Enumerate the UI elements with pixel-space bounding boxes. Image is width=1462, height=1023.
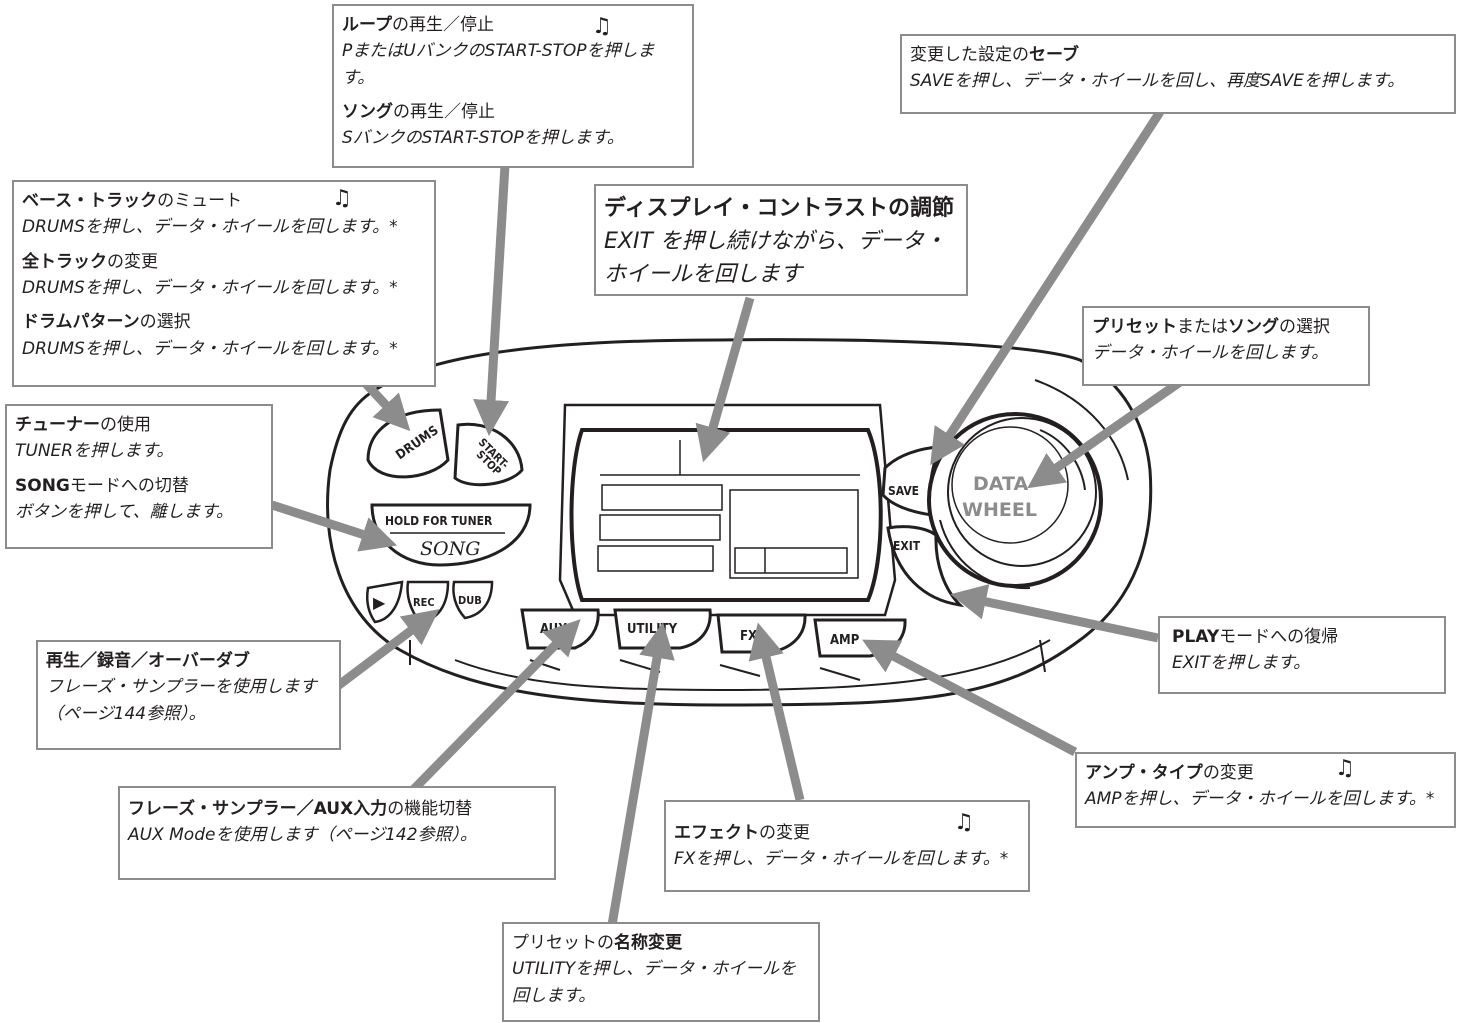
music-note-icon: ♫ <box>592 14 612 39</box>
playmode-desc: EXITを押します。 <box>1172 653 1311 674</box>
pattern-title-rest: の選択 <box>139 312 191 333</box>
arrow-save <box>930 109 1164 466</box>
arrow-record <box>332 609 440 692</box>
music-note-icon: ♫ <box>332 186 352 211</box>
dub-button[interactable]: DUB <box>452 580 494 620</box>
save-title-head: 変更した設定の <box>910 45 1029 65</box>
tracks-title-bold: 全トラック <box>22 251 107 272</box>
songmode-desc: ボタンを押して、離します。 <box>15 502 233 523</box>
preset-rest: の選択 <box>1279 317 1330 337</box>
songmode-title-rest: モードへの切替 <box>69 475 189 496</box>
tuner-title-bold: チューナー <box>15 415 100 435</box>
loop-title-rest: の再生／停止 <box>391 15 494 35</box>
aux-title-rest: の機能切替 <box>387 799 473 819</box>
data-wheel-label-1: DATA <box>973 473 1028 495</box>
arrow-playmode <box>950 584 1159 643</box>
preset-song-bold: ソング <box>1228 317 1279 337</box>
fx-title-bold: エフェクト <box>674 823 759 843</box>
record-desc: フレーズ・サンプラーを使用します（ページ144参照）。 <box>46 677 317 724</box>
rec-label: REC <box>413 596 435 609</box>
callout-preset: プリセットまたはソングの選択 データ・ホイールを回します。 <box>1082 306 1370 386</box>
tracks-desc: DRUMSを押し、データ・ホイールを回します。* <box>22 278 398 299</box>
fx-title-rest: の変更 <box>759 823 810 843</box>
loop-desc: PまたはUバンクのSTART-STOPを押します。 <box>342 41 655 88</box>
loop-title-bold: ループ <box>342 15 392 35</box>
rename-desc: UTILITYを押し、データ・ホイールを回します。 <box>512 959 797 1006</box>
callout-playmode: PLAYモードへの復帰 EXITを押します。 <box>1158 616 1446 694</box>
bass-title-rest: のミュート <box>157 191 243 211</box>
song-title-bold: ソング <box>342 102 393 123</box>
arrow-amp <box>862 639 1078 756</box>
fx-label: FX <box>740 629 757 644</box>
arrow-loop <box>473 164 510 436</box>
song-desc: SバンクのSTART-STOPを押します。 <box>342 128 624 149</box>
callout-drums: ♫ ベース・トラックのミュート DRUMSを押し、データ・ホイールを回します。*… <box>12 180 436 387</box>
amp-label: AMP <box>830 633 860 648</box>
preset-mid: または <box>1177 317 1228 337</box>
songmode-title-bold: SONG <box>15 475 70 496</box>
data-wheel[interactable]: DATA WHEEL <box>927 412 1103 590</box>
rename-title-bold: 名称変更 <box>614 933 682 953</box>
lcd-display <box>558 403 897 617</box>
hold-for-tuner-label: HOLD FOR TUNER <box>385 514 493 528</box>
start-stop-button[interactable]: START- STOP <box>453 422 524 487</box>
exit-label: EXIT <box>893 539 921 553</box>
contrast-desc: EXIT を押し続けながら、データ・ホイールを回します <box>604 229 946 287</box>
rename-title-head: プリセットの <box>512 933 614 953</box>
arrow-preset <box>1027 378 1183 489</box>
contrast-title-bold: ディスプレイ・コントラスト <box>604 196 889 221</box>
dub-label: DUB <box>458 594 482 607</box>
tracks-title-rest: の変更 <box>107 251 158 272</box>
pattern-title-bold: ドラムパターン <box>22 312 140 333</box>
callout-save: 変更した設定のセーブ SAVEを押し、データ・ホイールを回し、再度SAVEを押し… <box>900 34 1456 114</box>
callout-aux: フレーズ・サンプラー／AUX入力の機能切替 AUX Modeを使用します（ページ… <box>118 786 556 880</box>
arrow-aux <box>409 619 581 794</box>
amp-title-bold: アンプ・タイプ <box>1085 763 1203 783</box>
callout-amp: ♫ アンプ・タイプの変更 AMPを押し、データ・ホイールを回します。* <box>1075 752 1456 828</box>
utility-label: UTILITY <box>627 622 678 637</box>
arrow-rename <box>607 622 675 926</box>
music-note-icon: ♫ <box>954 810 974 835</box>
save-desc: SAVEを押し、データ・ホイールを回し、再度SAVEを押します。 <box>910 71 1405 92</box>
pattern-desc: DRUMSを押し、データ・ホイールを回します。* <box>22 338 398 359</box>
callout-rename: プリセットの名称変更 UTILITYを押し、データ・ホイールを回します。 <box>502 922 820 1022</box>
song-label: SONG <box>420 538 480 560</box>
preset-desc: データ・ホイールを回します。 <box>1092 343 1329 364</box>
record-title-bold: 再生／録音／オーバーダブ <box>46 651 250 671</box>
callout-tuner: チューナーの使用 TUNERを押します。 SONGモードへの切替 ボタンを押して… <box>5 404 273 549</box>
playmode-title-rest: モードへの復帰 <box>1219 627 1339 647</box>
contrast-title-rest: の調節 <box>888 196 955 221</box>
callout-loop: ♫ ループの再生／停止 PまたはUバンクのSTART-STOPを押します。 ソン… <box>332 4 694 168</box>
preset-bold: プリセット <box>1092 317 1177 337</box>
bass-title-bold: ベース・トラック <box>22 191 158 211</box>
save-title-bold: セーブ <box>1029 45 1079 65</box>
song-title-rest: の再生／停止 <box>393 102 495 123</box>
fx-desc: FXを押し、データ・ホイールを回します。* <box>674 849 1009 870</box>
tuner-desc: TUNERを押します。 <box>15 441 174 462</box>
save-button[interactable]: SAVE <box>881 445 943 517</box>
exit-button[interactable]: EXIT <box>886 525 965 608</box>
bass-desc: DRUMSを押し、データ・ホイールを回します。* <box>22 217 398 238</box>
amp-title-rest: の変更 <box>1202 763 1254 783</box>
amp-desc: AMPを押し、データ・ホイールを回します。* <box>1085 789 1435 810</box>
playmode-title-bold: PLAY <box>1172 627 1220 647</box>
arrow-fx <box>748 622 805 802</box>
leader-arrows <box>270 109 1183 926</box>
arrow-contrast <box>695 296 755 463</box>
play-button[interactable]: ▶ <box>366 580 404 624</box>
aux-title-bold: フレーズ・サンプラー／AUX入力 <box>128 799 388 819</box>
callout-contrast: ディスプレイ・コントラストの調節 EXIT を押し続けながら、データ・ホイールを… <box>594 184 968 296</box>
music-note-icon: ♫ <box>1335 756 1355 781</box>
save-label: SAVE <box>888 484 919 498</box>
tuner-title-rest: の使用 <box>100 415 151 435</box>
play-icon: ▶ <box>373 593 386 612</box>
callout-fx: ♫ エフェクトの変更 FXを押し、データ・ホイールを回します。* <box>664 800 1030 892</box>
callout-record: 再生／録音／オーバーダブ フレーズ・サンプラーを使用します（ページ144参照）。 <box>36 640 341 750</box>
arrow-tuner <box>270 500 398 552</box>
data-wheel-label-2: WHEEL <box>962 499 1037 521</box>
aux-desc: AUX Modeを使用します（ページ142参照）。 <box>128 825 478 846</box>
song-tuner-button[interactable]: HOLD FOR TUNER SONG <box>370 503 532 567</box>
